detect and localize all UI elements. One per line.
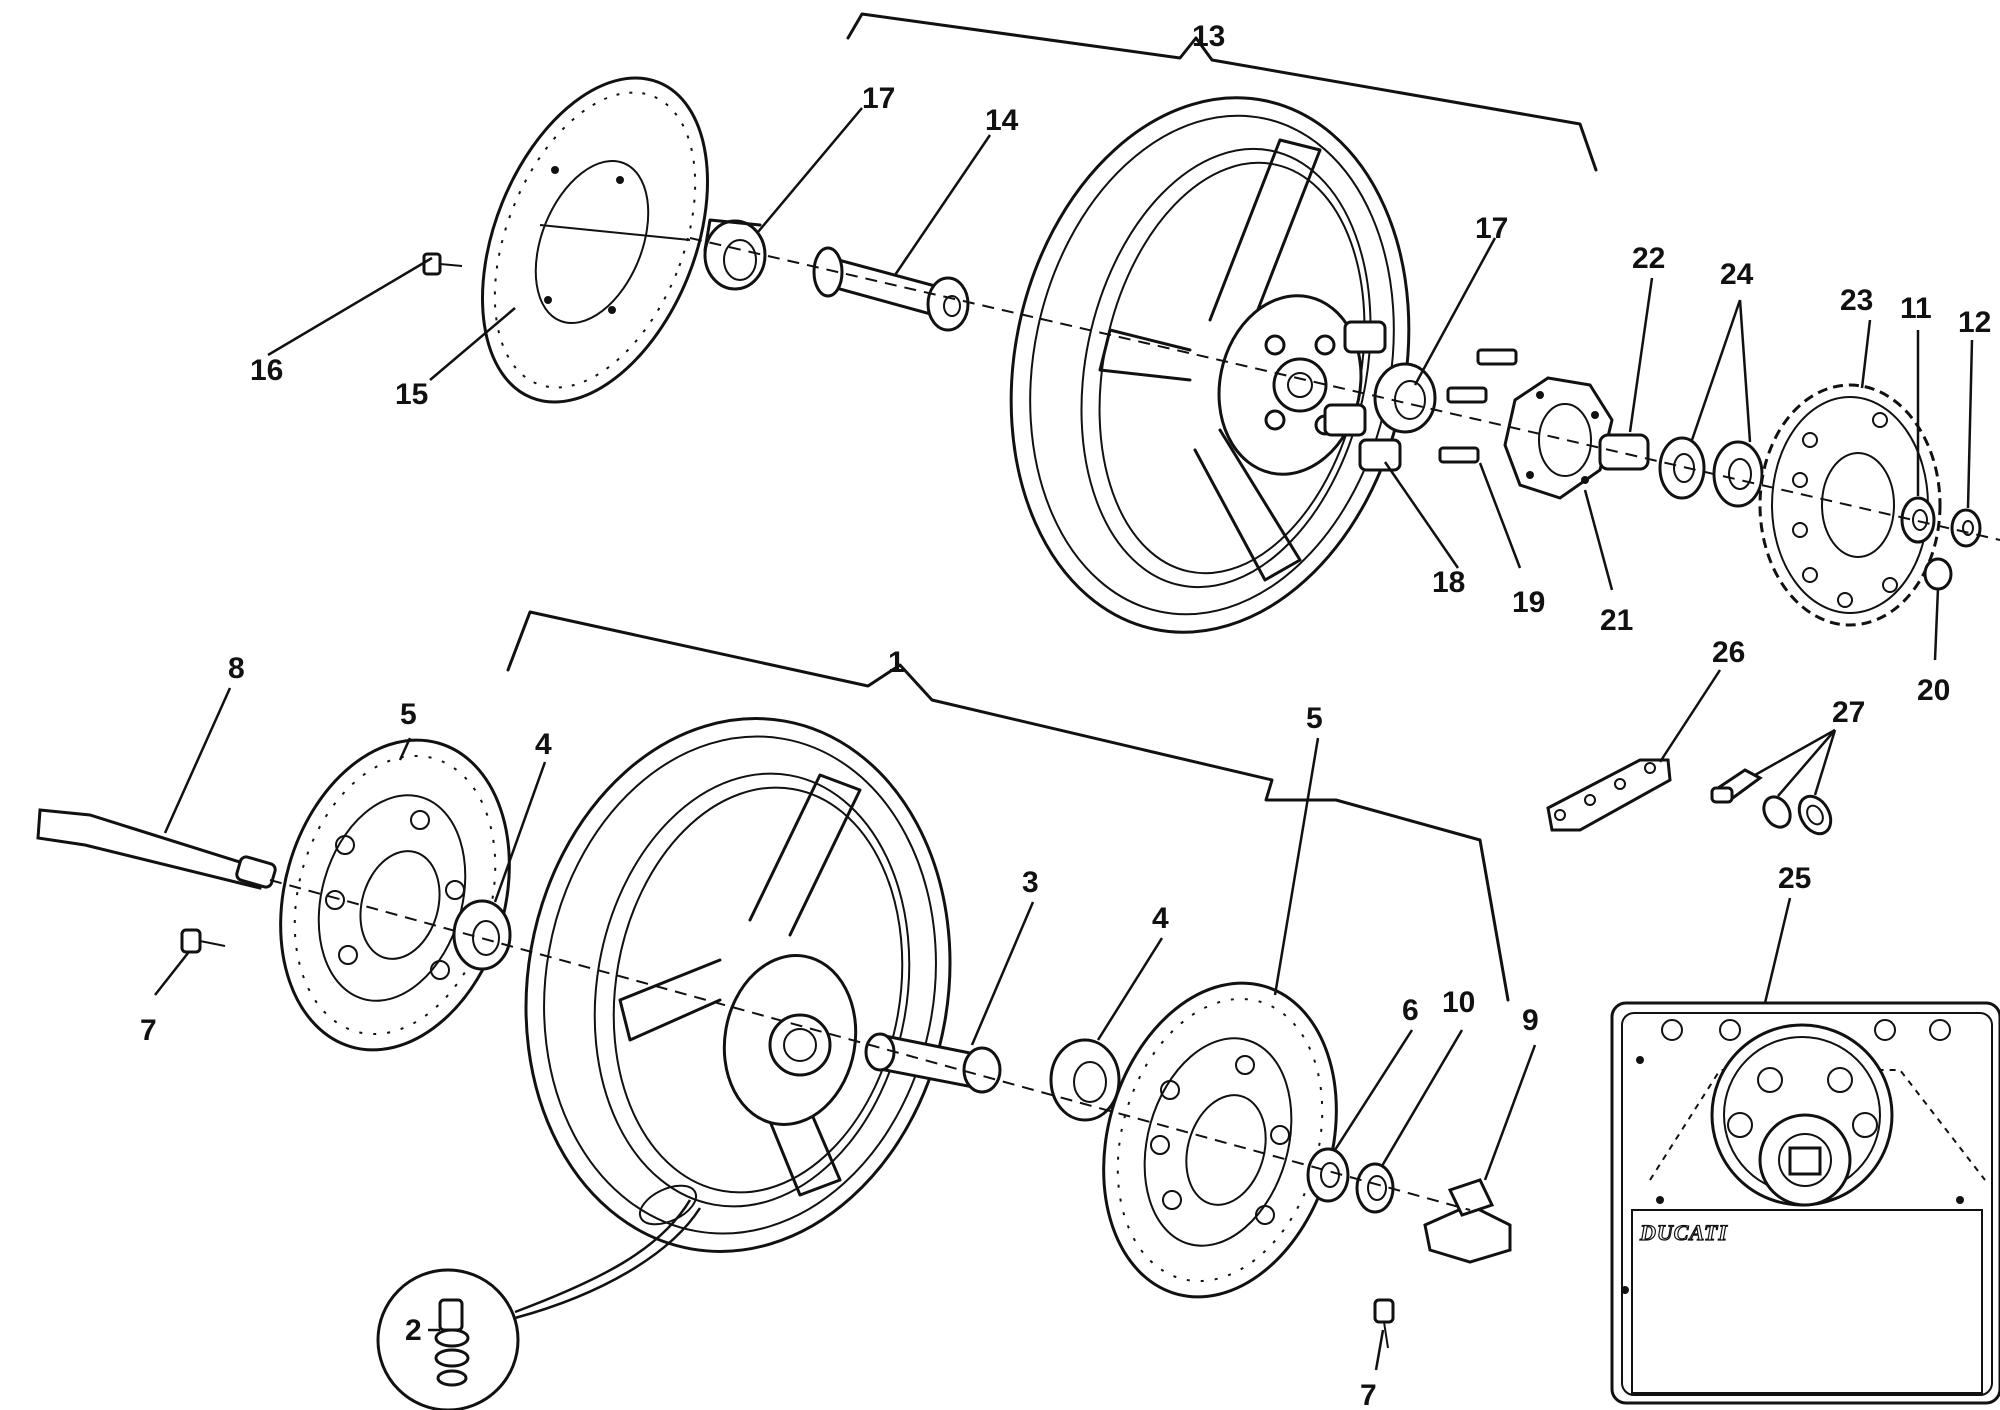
callout-4-left: 4 [535,728,552,761]
callout-25: 25 [1778,862,1811,895]
callout-18: 18 [1432,566,1465,599]
callout-19: 19 [1512,586,1545,619]
master-link-27 [1710,768,1833,836]
leader-lines [154,107,1974,1371]
callout-22: 22 [1632,242,1665,275]
sprocket-studs-19 [1438,348,1518,464]
callout-17-right: 17 [1475,212,1508,245]
callout-20: 20 [1917,674,1950,707]
rear-axle-line [689,237,2000,541]
callout-4-right: 4 [1152,902,1169,935]
front-disc-left [279,738,511,1052]
speedo-drive-9 [1423,1178,1512,1264]
callout-1: 1 [888,646,905,679]
callout-labels: 13 17 14 16 15 17 22 24 23 11 12 18 19 2… [140,20,1991,1410]
callout-16: 16 [250,354,283,387]
nut-20 [1923,557,1953,591]
callout-21: 21 [1600,604,1633,637]
callout-10: 10 [1442,986,1475,1019]
disc-bolt-7-left [180,928,226,954]
callout-15: 15 [395,378,428,411]
disc-bolt-16 [422,252,463,276]
rear-brake-disc [481,76,709,404]
rear-bearing-right [1373,362,1437,434]
bracket-1 [506,610,1510,1002]
washer-11 [1900,496,1936,544]
front-axle-line [269,879,1471,1211]
rear-wheel-rim [1009,96,1411,634]
rear-bearing-left [703,218,767,291]
callout-24: 24 [1720,258,1754,291]
callout-2: 2 [405,1314,422,1347]
cush-rubbers-18 [1323,320,1402,472]
chain-links-26 [1546,758,1672,832]
front-bearing-right [1049,1038,1121,1122]
bracket-13 [846,12,1598,172]
callout-6: 6 [1402,994,1419,1027]
seal-6 [1306,1147,1350,1203]
callout-14: 14 [985,104,1019,137]
front-wheel-rim [524,717,952,1253]
callout-5-left: 5 [400,698,417,731]
callout-13: 13 [1192,20,1225,53]
callout-11: 11 [1900,292,1932,325]
front-axle-8 [36,808,277,890]
front-bearing-left [452,899,512,971]
nut-12 [1950,508,1982,548]
callout-3: 3 [1022,866,1039,899]
callout-9: 9 [1522,1004,1539,1037]
callout-7-left: 7 [140,1014,157,1047]
carrier-bearings-24 [1658,436,1764,508]
callout-8: 8 [228,652,245,685]
sprocket-kit-plate-25: DUCATI [1610,1001,2000,1405]
callout-27: 27 [1832,696,1865,729]
callout-12: 12 [1958,306,1991,339]
callout-26: 26 [1712,636,1745,669]
disc-bolt-7-right [1373,1298,1395,1349]
plate-brand: DUCATI [1639,1220,1728,1245]
valve-detail [376,1199,702,1410]
washer-10 [1355,1162,1395,1214]
callout-17-left: 17 [862,82,895,115]
rear-spacer-14 [812,246,970,332]
callout-5-right: 5 [1306,702,1323,735]
front-disc-right [1102,981,1338,1299]
callout-23: 23 [1840,284,1873,317]
callout-7-right: 7 [1360,1379,1377,1410]
carrier-spacer-22 [1598,433,1650,471]
